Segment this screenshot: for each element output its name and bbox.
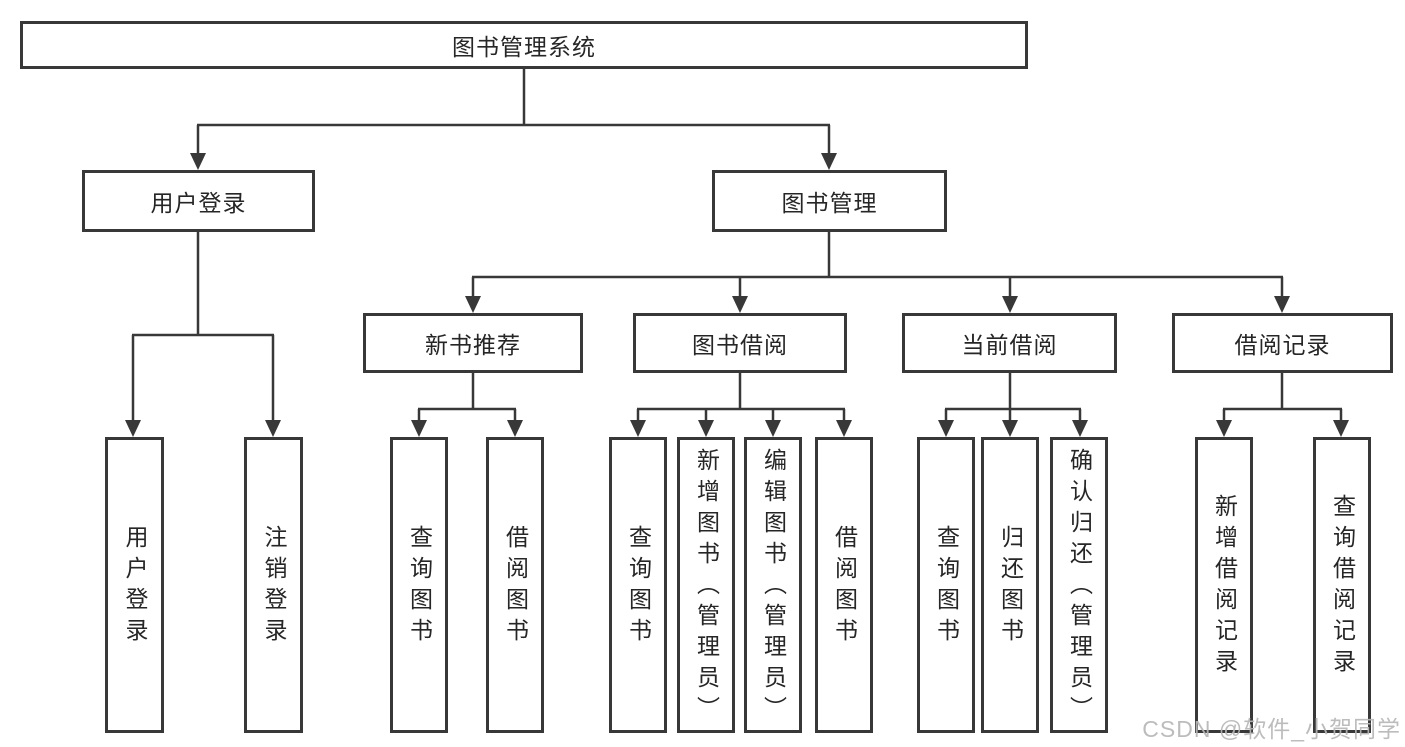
leaf-return-books: 归还图书 xyxy=(981,437,1039,733)
node-user-login-branch: 用户登录 xyxy=(82,170,315,232)
node-current-borrowing: 当前借阅 xyxy=(902,313,1117,373)
node-book-management-branch: 图书管理 xyxy=(712,170,947,232)
node-book-borrowing: 图书借阅 xyxy=(633,313,847,373)
leaf-query-borrow-record: 查询借阅记录 xyxy=(1313,437,1371,733)
leaf-add-borrow-record: 新增借阅记录 xyxy=(1195,437,1253,733)
leaf-borrow-books-newbook: 借阅图书 xyxy=(486,437,544,733)
leaf-user-login: 用户登录 xyxy=(105,437,164,733)
node-root-system: 图书管理系统 xyxy=(20,21,1028,69)
node-borrowing-records: 借阅记录 xyxy=(1172,313,1393,373)
arrowhead-icons xyxy=(125,153,1349,437)
leaf-query-books-newbook: 查询图书 xyxy=(390,437,448,733)
leaf-edit-book-admin: 编辑图书（管理员） xyxy=(744,437,802,733)
leaf-borrow-books-borrow: 借阅图书 xyxy=(815,437,873,733)
leaf-logout: 注销登录 xyxy=(244,437,303,733)
watermark: CSDN @软件_小贺同学 xyxy=(1142,716,1401,742)
leaf-query-books-borrow: 查询图书 xyxy=(609,437,667,733)
leaf-add-book-admin: 新增图书（管理员） xyxy=(677,437,735,733)
leaf-query-books-current: 查询图书 xyxy=(917,437,975,733)
node-new-book-recommend: 新书推荐 xyxy=(363,313,583,373)
leaf-confirm-return-admin: 确认归还（管理员） xyxy=(1050,437,1108,733)
